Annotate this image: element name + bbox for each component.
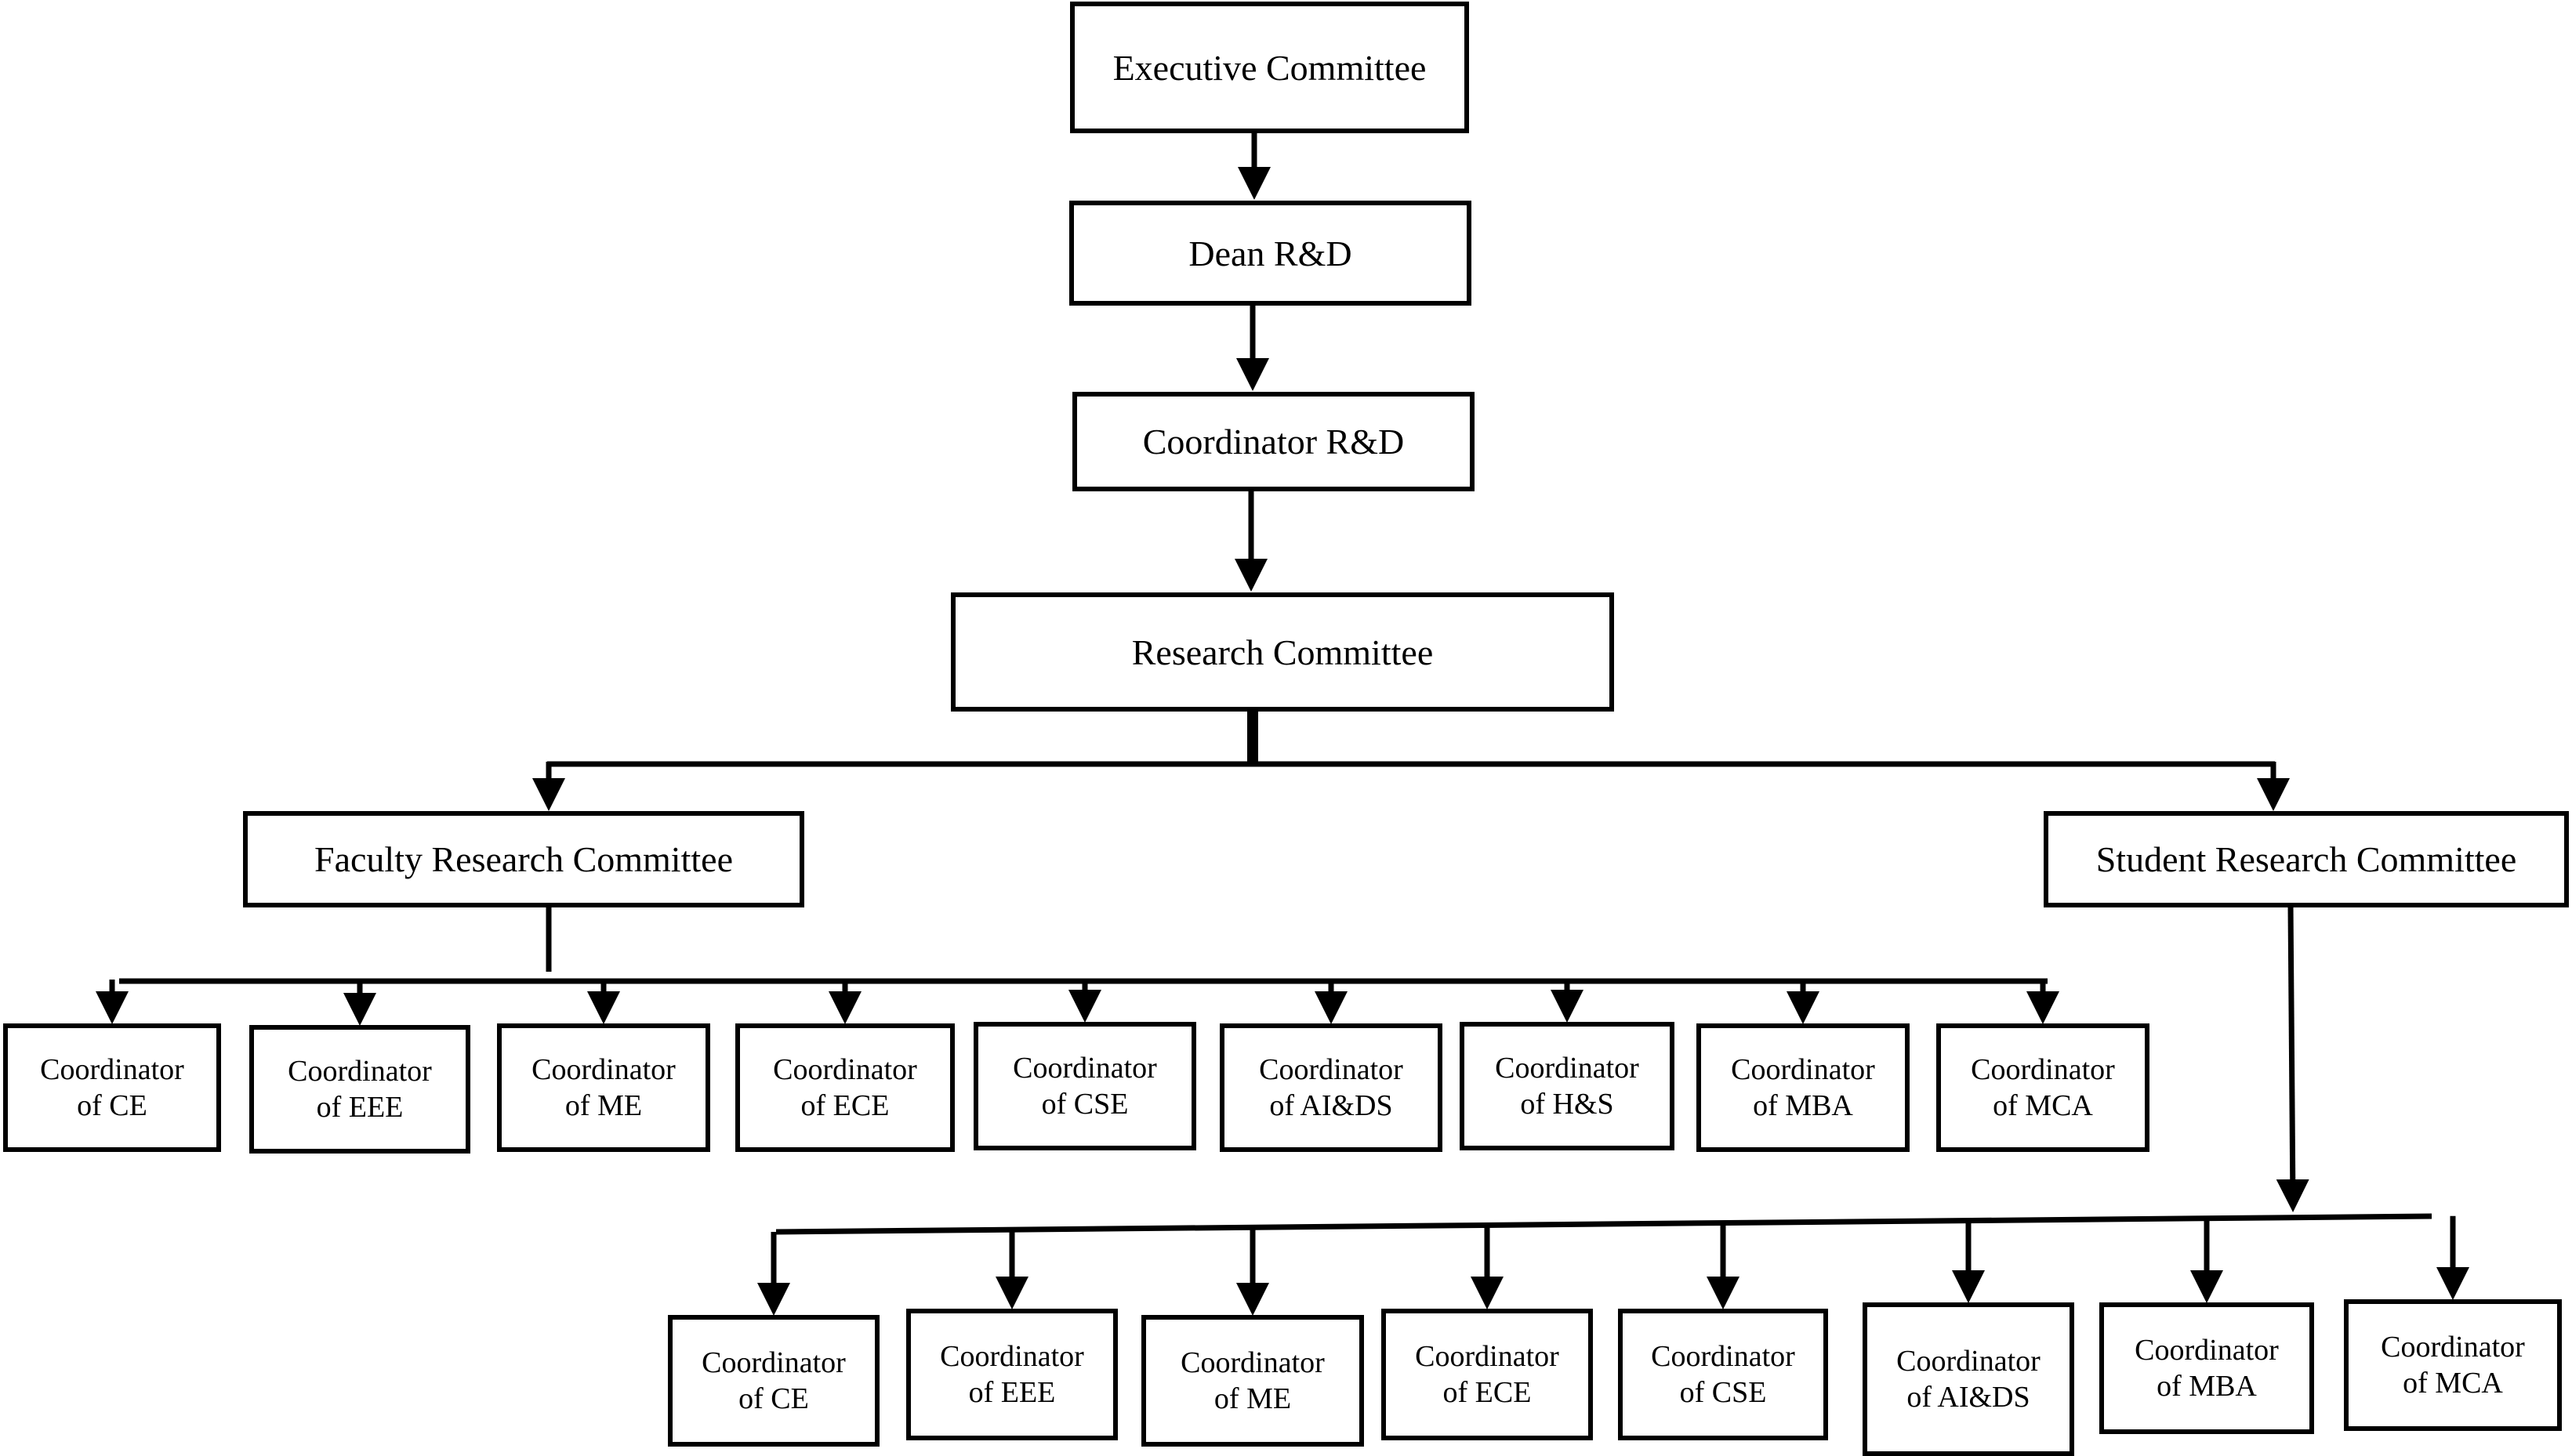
coordinator-department: of AI&DS (1269, 1089, 1393, 1122)
coordinator-title: Coordinator (1181, 1346, 1325, 1379)
coordinator-title: Coordinator (531, 1052, 676, 1086)
research-committee-label: Research Committee (1131, 632, 1434, 672)
coordinator-title: Coordinator (1971, 1052, 2115, 1086)
coordinator-department: of H&S (1520, 1088, 1614, 1121)
coordinator-title: Coordinator (702, 1346, 846, 1379)
coordinator-department: of MCA (2403, 1367, 2503, 1400)
coordinator-title: Coordinator (2135, 1333, 2279, 1367)
student-research-committee-label: Student Research Committee (2095, 839, 2517, 879)
executive-committee-box: Executive Committee (1070, 2, 1469, 133)
coordinator-department: of ME (1213, 1382, 1292, 1415)
coordinator-department: of EEE (968, 1376, 1056, 1409)
coordinator-department: of ECE (1442, 1376, 1532, 1409)
connector-student-stem (2276, 905, 2309, 1212)
research-committee-box: Research Committee (951, 592, 1614, 712)
coordinator-department: of MCA (1993, 1089, 2093, 1122)
student-research-committee-box: Student Research Committee (2044, 811, 2569, 907)
coordinator-department: of EEE (316, 1091, 404, 1124)
faculty-research-committee-label: Faculty Research Committee (314, 839, 733, 879)
coordinator-title: Coordinator (1651, 1339, 1795, 1373)
connector-student-bar (775, 1213, 2432, 1235)
coordinator-department: of ME (564, 1089, 643, 1122)
coordinator-department: of AI&DS (1906, 1381, 2030, 1414)
dean-rd-label: Dean R&D (1188, 233, 1352, 273)
coordinator-rd-box: Coordinator R&D (1072, 392, 1475, 491)
coordinator-title: Coordinator (1896, 1344, 2041, 1378)
coordinator-department: of CE (77, 1089, 147, 1122)
coordinator-title: Coordinator (1259, 1052, 1403, 1086)
coordinator-rd-label: Coordinator R&D (1142, 422, 1405, 462)
coordinator-title: Coordinator (1495, 1051, 1639, 1085)
coordinator-department: of CSE (1041, 1088, 1129, 1121)
coordinator-title: Coordinator (1415, 1339, 1559, 1373)
coordinator-department: of MBA (1753, 1089, 1853, 1122)
coordinator-title: Coordinator (1731, 1052, 1875, 1086)
coordinator-title: Coordinator (288, 1054, 432, 1088)
coordinator-department: of CSE (1679, 1376, 1767, 1409)
coordinator-title: Coordinator (773, 1052, 917, 1086)
dean-rd-box: Dean R&D (1069, 201, 1471, 306)
executive-committee-label: Executive Committee (1112, 47, 1427, 88)
coordinator-title: Coordinator (940, 1339, 1084, 1373)
coordinator-department: of CE (738, 1382, 809, 1415)
coordinator-title: Coordinator (1013, 1051, 1157, 1085)
coordinator-department: of ECE (800, 1089, 890, 1122)
coordinator-department: of MBA (2157, 1370, 2257, 1403)
coordinator-title: Coordinator (2381, 1330, 2525, 1364)
faculty-research-committee-box: Faculty Research Committee (243, 811, 804, 907)
coordinator-title: Coordinator (40, 1052, 184, 1086)
